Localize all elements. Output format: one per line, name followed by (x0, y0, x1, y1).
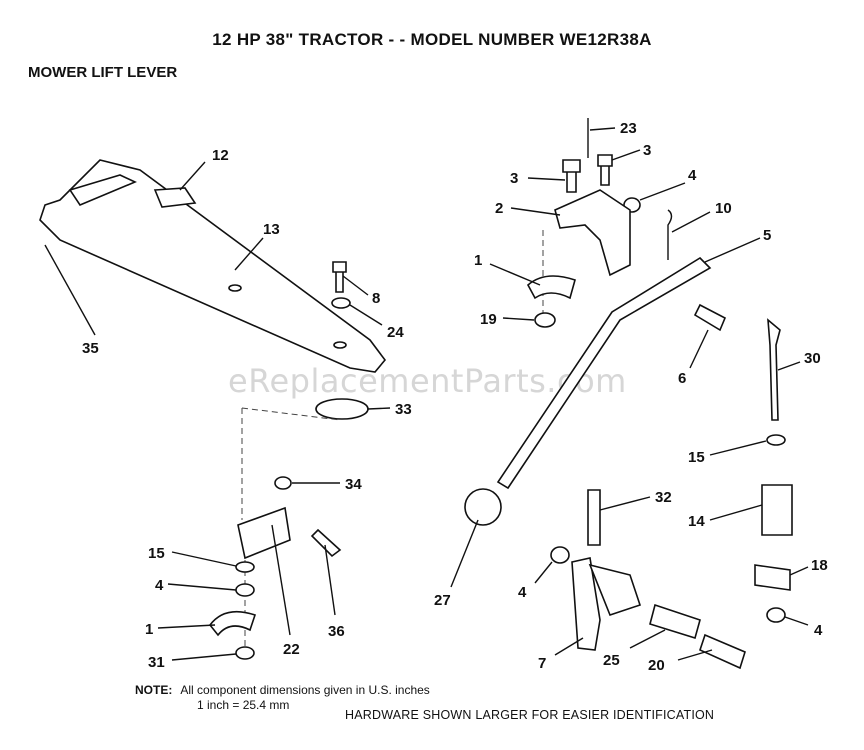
callout-4-mid: 4 (518, 584, 527, 601)
dimension-note: NOTE: All component dimensions given in U… (135, 683, 430, 713)
diagram-title: 12 HP 38" TRACTOR - - MODEL NUMBER WE12R… (212, 30, 652, 49)
callout-20: 20 (648, 657, 665, 674)
callout-13: 13 (263, 221, 280, 238)
spring-14-part (761, 484, 793, 536)
lift-lever-5-part (496, 256, 712, 490)
callout-1-right: 1 (474, 252, 482, 269)
nut-4-left-part (235, 583, 255, 597)
cotter-10-part (667, 209, 673, 260)
bracket-22-part (237, 506, 291, 560)
leader-lines (44, 127, 809, 661)
knob-27-part (464, 488, 502, 526)
callout-24: 24 (387, 324, 404, 341)
washer-15-right-part (766, 434, 786, 446)
washer-15-part (235, 561, 255, 573)
callout-34: 34 (345, 476, 362, 493)
lift-bar-part (39, 159, 387, 373)
bolt-8-part (332, 261, 347, 293)
grip-part (153, 187, 197, 208)
bolt-3-right-part (597, 154, 613, 186)
spring-32-part (587, 489, 601, 546)
note-line-2: 1 inch = 25.4 mm (197, 698, 290, 712)
callout-30: 30 (804, 350, 821, 367)
callout-4-top: 4 (688, 167, 697, 184)
callout-23: 23 (620, 120, 637, 137)
nut-19-part (534, 312, 556, 328)
spacer-25-part (649, 603, 701, 640)
callout-18: 18 (811, 557, 828, 574)
callout-22: 22 (283, 641, 300, 658)
callout-10: 10 (715, 200, 732, 217)
nut-34-part (274, 476, 292, 490)
callout-2: 2 (495, 200, 503, 217)
callout-12: 12 (212, 147, 229, 164)
plate-7-part (571, 557, 601, 651)
callout-25: 25 (603, 652, 620, 669)
nut-4-mid-part (550, 546, 570, 564)
callout-31: 31 (148, 654, 165, 671)
callout-33: 33 (395, 401, 412, 418)
bolt-3-left-part (562, 159, 581, 193)
callout-5: 5 (763, 227, 771, 244)
disc-33-part (315, 398, 369, 420)
clip-1-right-part (526, 275, 576, 300)
callout-7: 7 (538, 655, 546, 672)
callout-36: 36 (328, 623, 345, 640)
clip-1-left-part (208, 610, 257, 637)
hardware-note: HARDWARE SHOWN LARGER FOR EASIER IDENTIF… (345, 708, 715, 722)
callout-15-right: 15 (688, 449, 705, 466)
callout-1-left: 1 (145, 621, 153, 638)
callout-8: 8 (372, 290, 380, 307)
callout-4-left: 4 (155, 577, 164, 594)
bolt-20-part (699, 633, 746, 670)
note-label: NOTE: (135, 683, 173, 697)
callout-32: 32 (655, 489, 672, 506)
rod-30-part (767, 318, 781, 421)
callout-4-right: 4 (814, 622, 823, 639)
block-18-part (754, 564, 791, 591)
callout-15-left: 15 (148, 545, 165, 562)
callout-14: 14 (688, 513, 705, 530)
callout-3-left: 3 (510, 170, 518, 187)
washer-24-part (331, 297, 351, 309)
bracket-2-part (554, 189, 631, 277)
callout-3-right: 3 (643, 142, 651, 159)
note-line-1: All component dimensions given in U.S. i… (180, 683, 430, 697)
bolt-6-part (693, 303, 727, 332)
nut-4-right-part (766, 607, 786, 623)
callout-19: 19 (480, 311, 497, 328)
callout-6: 6 (678, 370, 686, 387)
section-title: MOWER LIFT LEVER (28, 64, 178, 81)
nut-31-part (235, 646, 255, 660)
pivot-part (588, 563, 642, 616)
callout-27: 27 (434, 592, 451, 609)
bolt-36-part (310, 528, 342, 558)
callout-35: 35 (82, 340, 99, 357)
